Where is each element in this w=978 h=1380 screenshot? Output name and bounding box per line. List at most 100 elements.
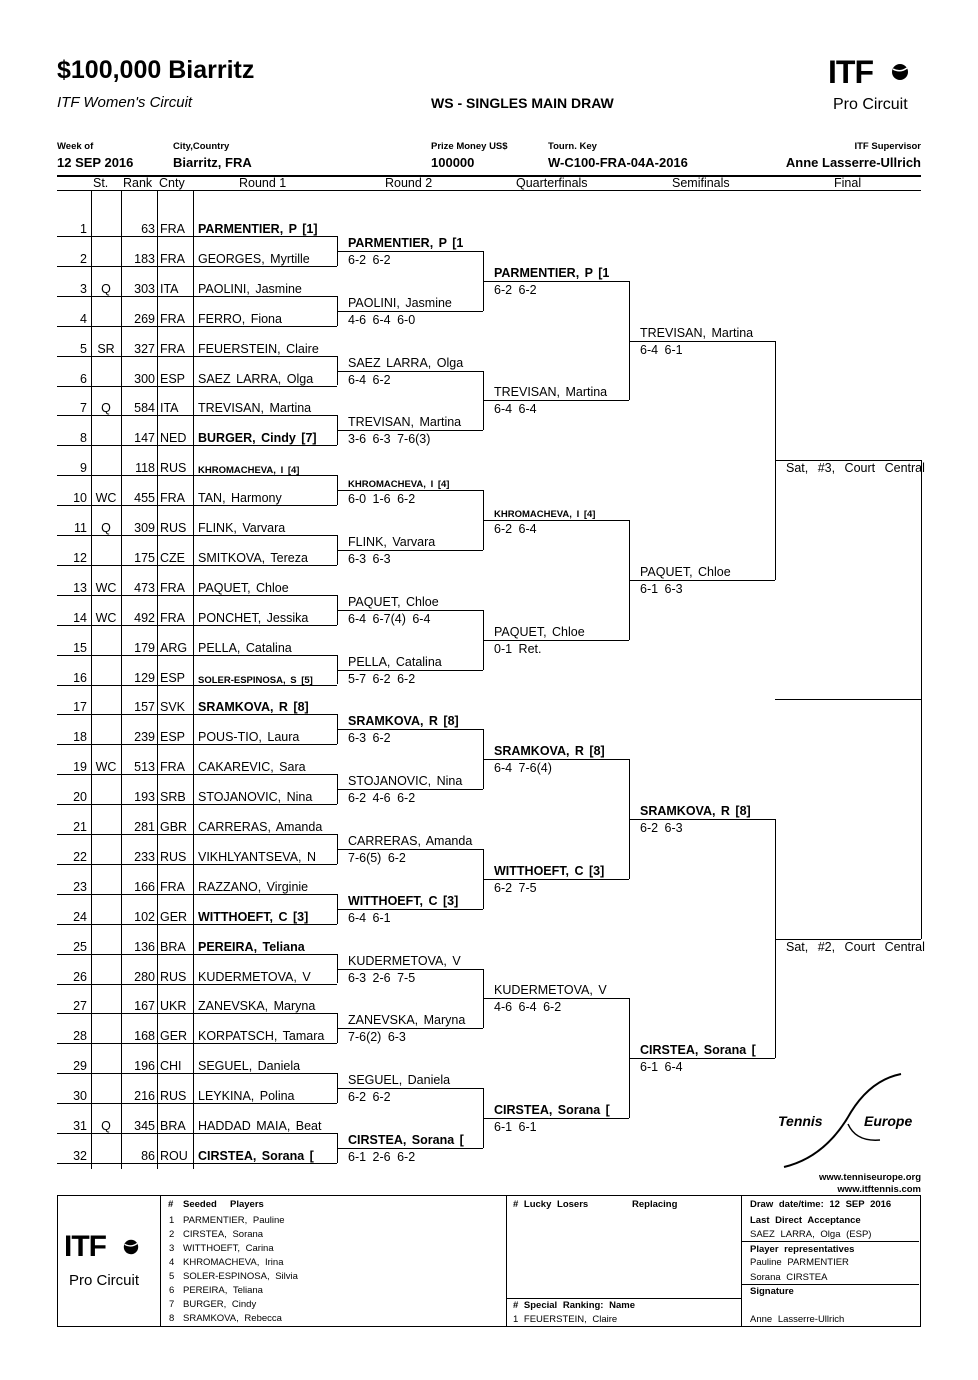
seed-name: CIRSTEA, Sorana — [183, 1229, 264, 1240]
entry-rank: 239 — [134, 730, 155, 745]
bracket-line — [57, 564, 337, 566]
entry-rank: 175 — [134, 550, 155, 565]
info-label: Tourn. Key — [548, 141, 597, 152]
entry-country: FRA — [160, 760, 185, 775]
draw-datetime: Draw date/time: 12 SEP 2016 — [750, 1199, 892, 1210]
entry-country: FRA — [160, 251, 185, 266]
bracket-connector — [483, 250, 484, 311]
entry-rank: 193 — [134, 790, 155, 805]
quarterfinal-score: 4-6 6-4 6-2 — [494, 1000, 562, 1015]
entry-number: 29 — [73, 1059, 87, 1074]
itftennis-url[interactable]: www.itftennis.com — [837, 1184, 921, 1195]
entry-rank: 327 — [134, 341, 155, 356]
entry-rank: 216 — [134, 1089, 155, 1104]
final-schedule: Sat, #3, Court Central — [786, 461, 925, 476]
bracket-line — [775, 460, 921, 462]
bracket-line — [57, 1162, 337, 1164]
bracket-connector — [483, 1088, 484, 1148]
seed-name: SOLER-ESPINOSA, Silvia — [183, 1271, 298, 1282]
quarterfinal-winner: CIRSTEA, Sorana [ — [494, 1103, 610, 1118]
player-name: SRAMKOVA, R [8] — [198, 700, 309, 715]
bracket-line — [483, 1118, 629, 1120]
entry-rank: 179 — [134, 640, 155, 655]
entry-country: ESP — [160, 670, 186, 685]
entry-number: 12 — [73, 550, 87, 565]
entry-rank: 129 — [134, 670, 155, 685]
tournament-title: $100,000 Biarritz — [57, 56, 255, 84]
round2-winner: SEGUEL, Daniela — [348, 1073, 451, 1088]
player-name: KHROMACHEVA, I [4] — [198, 465, 300, 477]
bracket-line — [57, 445, 337, 447]
bracket-line — [57, 804, 337, 806]
entry-status: WC — [95, 760, 117, 775]
replacing-header: Replacing — [632, 1199, 678, 1210]
bracket-line — [337, 609, 483, 611]
info-label: City,Country — [173, 141, 230, 152]
col-f: Final — [834, 176, 862, 190]
player-rep-1: Pauline PARMENTIER — [750, 1257, 849, 1268]
entry-number: 3 — [80, 281, 87, 296]
round2-winner: KUDERMETOVA, V — [348, 953, 461, 968]
player-name: SMITKOVA, Tereza — [198, 550, 308, 565]
bracket-connector — [337, 475, 338, 506]
player-name: CAKAREVIC, Sara — [198, 760, 306, 775]
bracket-line — [57, 953, 337, 955]
entry-rank: 309 — [134, 521, 155, 535]
bracket-line — [57, 325, 337, 327]
entry-rank: 183 — [134, 251, 155, 266]
logo-text: ITF — [828, 54, 874, 90]
bracket-connector — [775, 340, 776, 580]
bracket-line — [337, 729, 483, 731]
entry-country: BRA — [160, 1119, 186, 1133]
col-r2: Round 2 — [385, 176, 433, 190]
bracket-connector — [91, 190, 92, 1169]
bracket-line — [57, 923, 337, 925]
quarterfinal-winner: KUDERMETOVA, V — [494, 983, 607, 998]
player-name: PONCHET, Jessika — [198, 610, 309, 625]
info-label: ITF Supervisor — [854, 141, 921, 152]
bracket-connector — [483, 729, 484, 790]
entry-number: 1 — [80, 222, 87, 236]
bracket-connector — [337, 654, 338, 685]
final-schedule: Sat, #2, Court Central — [786, 939, 925, 954]
bracket-line — [57, 385, 337, 387]
bracket-line — [337, 789, 483, 791]
entry-number: 17 — [73, 700, 87, 715]
seeded-header: Seeded — [183, 1199, 217, 1210]
quarterfinal-winner: WITTHOEFT, C [3] — [494, 863, 605, 878]
entry-rank: 303 — [134, 281, 155, 296]
sponsor-left: Tennis — [778, 1113, 823, 1129]
bracket-connector — [337, 774, 338, 805]
player-name: PELLA, Catalina — [198, 640, 292, 655]
tenniseurope-url[interactable]: www.tenniseurope.org — [818, 1172, 921, 1183]
seed-name: BURGER, Cindy — [183, 1299, 257, 1310]
bracket-line — [337, 908, 483, 910]
entry-country: FRA — [160, 341, 185, 356]
entry-status: Q — [101, 281, 111, 296]
tennis-europe-logo: Tennis Europe — [776, 1072, 926, 1172]
bracket-line — [337, 430, 483, 432]
col-qf: Quarterfinals — [516, 176, 588, 190]
entry-status: WC — [95, 491, 117, 506]
round2-score: 5-7 6-2 6-2 — [348, 671, 416, 686]
quarterfinal-winner: KHROMACHEVA, I [4] — [494, 509, 596, 521]
entry-country: ESP — [160, 730, 186, 745]
entry-rank: 269 — [134, 311, 155, 326]
player-name: VIKHLYANTSEVA, N — [198, 849, 317, 864]
quarterfinal-score: 6-1 6-1 — [494, 1120, 537, 1135]
col-st: St. — [93, 176, 109, 190]
seed-number: 2 — [169, 1229, 175, 1240]
player-name: TREVISAN, Martina — [198, 401, 312, 416]
quarterfinal-winner: SRAMKOVA, R [8] — [494, 744, 605, 759]
bracket-connector — [157, 190, 158, 1169]
seed-name: PEREIRA, Teliana — [183, 1285, 263, 1296]
special-ranking-header: # Special Ranking: Name — [513, 1300, 635, 1311]
entry-rank: 513 — [134, 760, 155, 775]
bracket-line — [57, 1013, 337, 1015]
bracket-line — [337, 370, 483, 372]
bracket-line — [337, 669, 483, 671]
semifinal-winner: PAQUET, Chloe — [640, 564, 731, 579]
bracket-line — [337, 1088, 483, 1090]
player-reps-label: Player representatives — [750, 1244, 855, 1255]
col-r1: Round 1 — [239, 176, 287, 190]
